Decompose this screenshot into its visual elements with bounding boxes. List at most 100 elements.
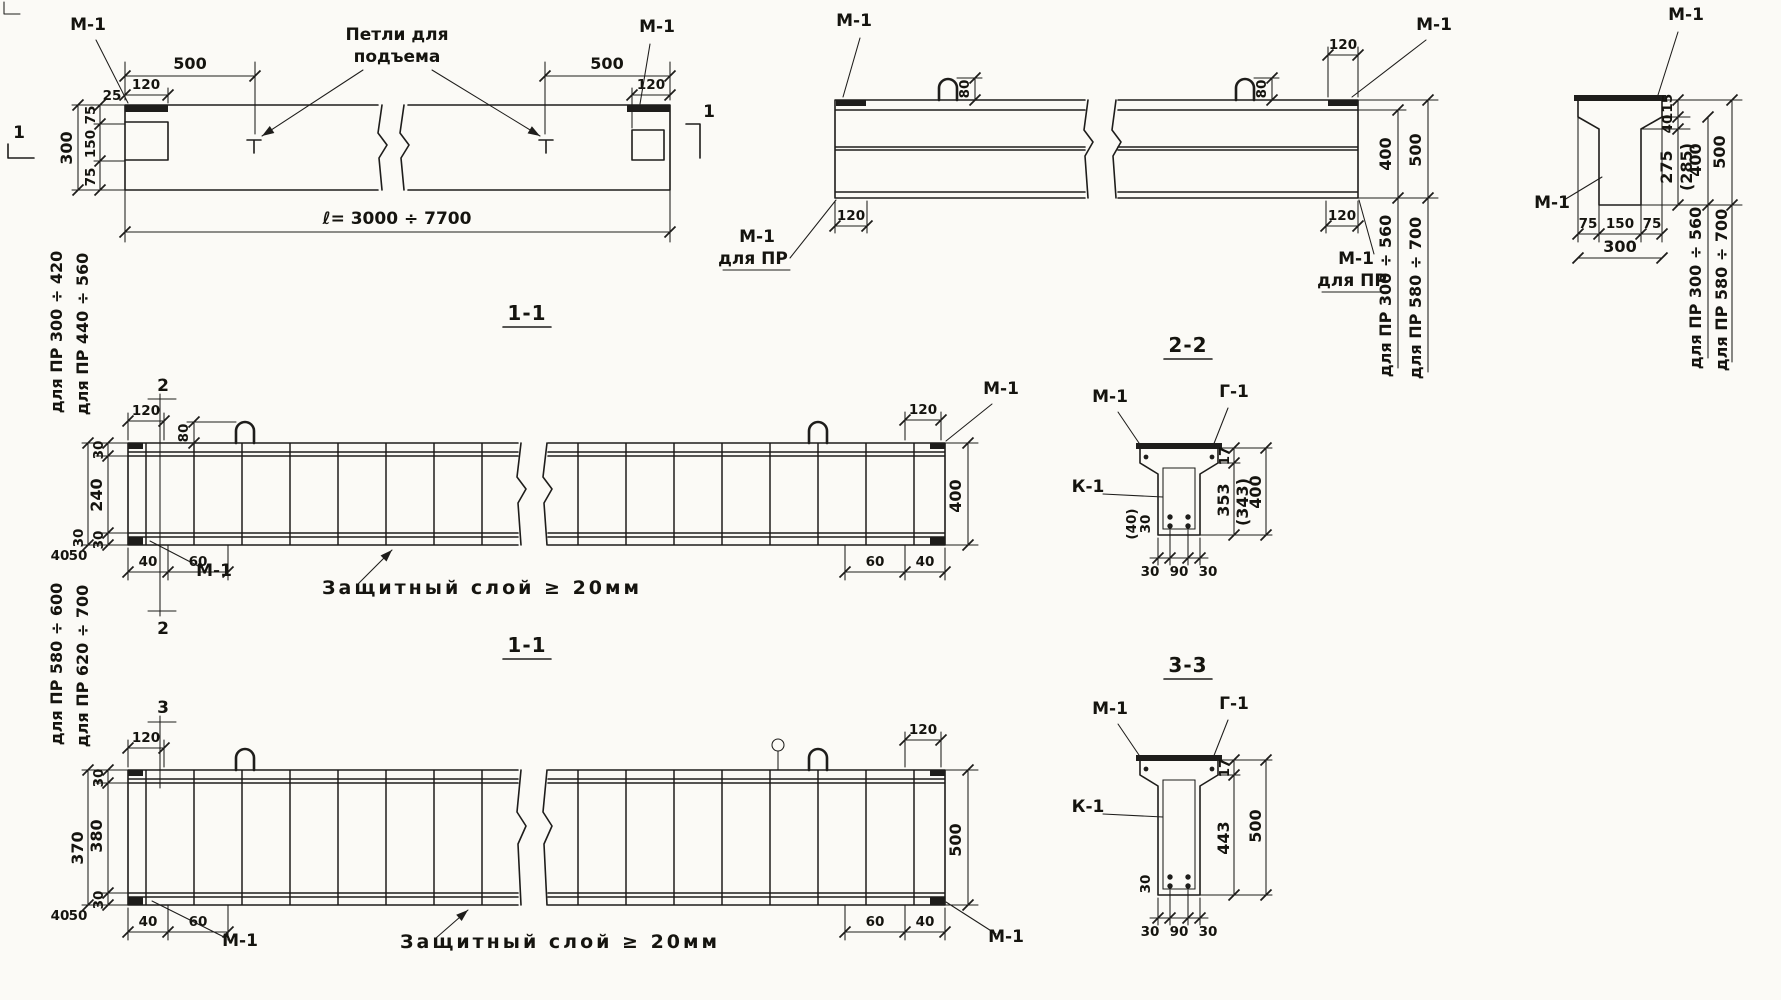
lifting-loop xyxy=(1234,77,1256,102)
dim-500-right: 500 xyxy=(944,763,979,912)
m1-label: М-1 xyxy=(1092,387,1128,407)
dim-label: 90 xyxy=(1170,924,1189,940)
dim-label: (343) xyxy=(1233,478,1252,526)
m1-note: для ПР xyxy=(1317,271,1387,291)
callout-m1: М-1 xyxy=(1092,699,1142,759)
m1-label: М-1 xyxy=(222,931,258,951)
dim-label: 50 xyxy=(69,548,88,564)
embed-plate-m1 xyxy=(125,105,168,112)
dim-label: 120 xyxy=(837,208,865,224)
stirrups xyxy=(552,770,941,905)
dim-label: 40 xyxy=(139,554,158,570)
range-label: для ПР 580 ÷ 700 xyxy=(1712,209,1731,372)
dim-label: 60 xyxy=(866,914,885,930)
dim-label: 300 xyxy=(57,131,76,164)
range-label: для ПР 580 ÷ 600 xyxy=(47,583,66,746)
section-cut-1-right: 1 xyxy=(685,102,715,159)
dim-heights-right: 17 353 (343) 400 xyxy=(1199,441,1273,542)
section-2-2: 2-2 М-1 Г-1 К-1 17 353 (343) 400 30 (40)… xyxy=(1072,333,1273,580)
callout-m1-bottom-right: М-1 для ПР xyxy=(1317,199,1387,293)
note-label: Защитный слой ≥ 20мм xyxy=(322,577,642,599)
dim-widths-bottom: 75 150 75 300 xyxy=(1571,116,1669,265)
break-line xyxy=(1111,99,1122,199)
m1-label: М-1 xyxy=(1092,699,1128,719)
dim-label: 120 xyxy=(1329,37,1357,53)
break-line xyxy=(542,769,553,906)
section-3-3: 3-3 М-1 Г-1 К-1 17 443 500 30 30 90 30 xyxy=(1072,653,1273,940)
embed-plate xyxy=(128,443,143,449)
dim-label: 25 xyxy=(103,88,122,104)
callout-m1-bottom-left: М-1 xyxy=(151,900,258,951)
dim-bottom: 30 90 30 xyxy=(1141,529,1217,580)
m1-label: М-1 xyxy=(988,927,1024,947)
dim-120-right: 120 xyxy=(625,77,677,129)
dim-label: 50 xyxy=(69,908,88,924)
note-line: подъема xyxy=(354,47,441,67)
dim-heights-right: 115 40 275 (285) 400 500 для ПР 300 ÷ 56… xyxy=(1640,93,1743,372)
dim-label: 30 xyxy=(71,529,87,548)
callout-m1-bottom-left: М-1 xyxy=(149,540,232,581)
dim-label: 120 xyxy=(909,722,937,738)
callout-m1-top-right: М-1 xyxy=(1351,15,1452,98)
dim-label: (285) xyxy=(1677,143,1696,191)
section-cut-1-left: 1 xyxy=(7,123,35,159)
sheet-corner-mark xyxy=(3,1,21,15)
callout-m1-left: М-1 xyxy=(70,15,129,104)
embed-plate-m1 xyxy=(1136,443,1222,449)
cut-mark-label: 1 xyxy=(13,123,25,143)
section-title: 2-2 xyxy=(1163,333,1213,360)
callout-m1-top-left: М-1 xyxy=(836,11,872,98)
title-label: 2-2 xyxy=(1168,333,1207,357)
dim-label: 75 xyxy=(1643,216,1662,232)
m1-label: М-1 xyxy=(836,11,872,31)
dim-label: 80 xyxy=(176,424,192,443)
embed-plate xyxy=(930,770,945,776)
callout-g1: Г-1 xyxy=(1212,694,1249,759)
lifting-loop xyxy=(807,747,829,772)
m1-label: М-1 xyxy=(1668,5,1704,25)
break-line xyxy=(399,104,410,191)
dim-label: 500 xyxy=(946,823,965,856)
dim-label: 60 xyxy=(866,554,885,570)
dim-height-left: 25 75 150 75 300 xyxy=(57,88,126,197)
callout-m1-bottom-left: М-1 для ПР xyxy=(718,199,837,271)
g1-label: Г-1 xyxy=(1219,382,1249,402)
m1-label: М-1 xyxy=(70,15,106,35)
dim-label: 120 xyxy=(637,77,665,93)
dim-label: 500 xyxy=(1406,133,1425,166)
dim-label: 120 xyxy=(1328,208,1356,224)
dim-label: 400 xyxy=(1686,143,1705,176)
dim-500-right: 500 xyxy=(538,54,677,135)
lifting-loop-marks xyxy=(246,139,554,154)
section-title: 1-1 xyxy=(502,633,552,660)
dim-label: 40 xyxy=(51,908,70,924)
section-1-1-top: 1-1 120 80 120 М-1 400 xyxy=(47,251,1019,639)
view-beam-plan: 500 500 120 120 ℓ= 3000 ÷ 7700 25 75 150… xyxy=(7,15,715,243)
range-label: для ПР 300 ÷ 560 xyxy=(1376,215,1395,378)
m1-label: М-1 xyxy=(1534,193,1570,213)
note-label: Защитный слой ≥ 20мм xyxy=(400,931,720,953)
lifting-loop xyxy=(937,77,959,102)
dim-cover-left: 30 (40) xyxy=(1124,508,1154,539)
dim-120-bottom-right: 120 xyxy=(1319,200,1365,234)
rebar xyxy=(1143,454,1215,530)
dim-120-top-right: 120 xyxy=(898,402,948,441)
dim-500-left: 500 xyxy=(118,54,262,135)
dim-label: 40 xyxy=(916,554,935,570)
section-title: 3-3 xyxy=(1163,653,1213,680)
embed-plate-m1 xyxy=(1136,755,1222,761)
dim-400-right: 400 xyxy=(944,436,979,552)
dim-heights-left: 30 380 370 30 40 50 для ПР 580 ÷ 600 для… xyxy=(47,583,129,924)
embed-plate-m1 xyxy=(836,100,866,106)
embed-plate-m1 xyxy=(1574,95,1666,101)
dim-label: 40 xyxy=(139,914,158,930)
lifting-loop xyxy=(807,420,829,445)
title-label: 1-1 xyxy=(507,633,546,657)
lifting-loop xyxy=(234,747,256,772)
dim-80-loop: 80 xyxy=(176,415,237,450)
callout-m1-bottom-right: М-1 xyxy=(945,901,1024,947)
dim-label: 120 xyxy=(132,730,160,746)
embed-plate xyxy=(930,443,945,449)
range-label: для ПР 300 ÷ 560 xyxy=(1686,207,1705,370)
range-label: для ПР 580 ÷ 700 xyxy=(1406,217,1425,380)
